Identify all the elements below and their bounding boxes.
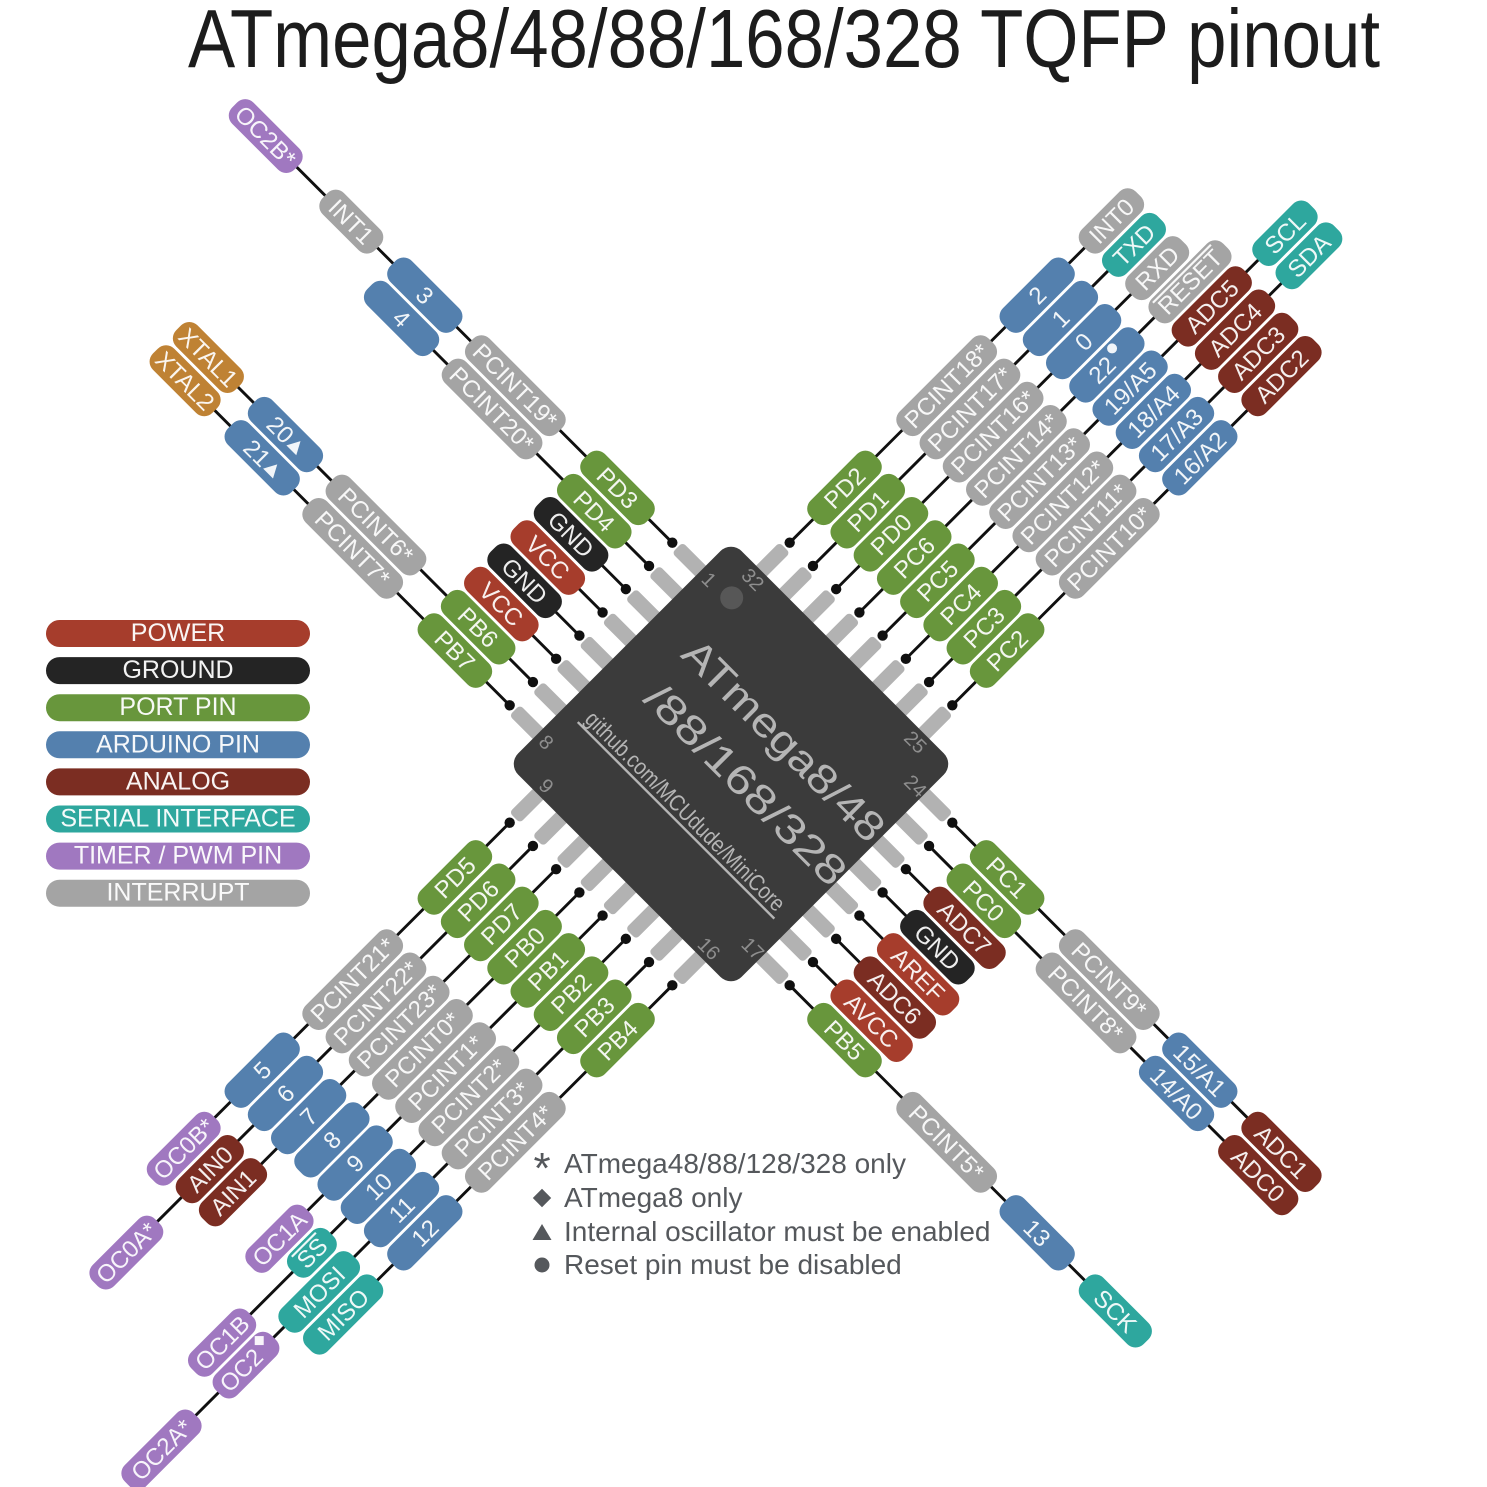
svg-text:SERIAL INTERFACE: SERIAL INTERFACE: [60, 805, 295, 833]
svg-text:*: *: [533, 1144, 550, 1193]
svg-text:ANALOG: ANALOG: [126, 767, 230, 795]
svg-text:TIMER / PWM PIN: TIMER / PWM PIN: [74, 842, 282, 870]
svg-text:ARDUINO PIN: ARDUINO PIN: [96, 730, 260, 758]
svg-text:ATmega8 only: ATmega8 only: [564, 1182, 742, 1213]
svg-text:ATmega48/88/128/328 only: ATmega48/88/128/328 only: [564, 1148, 906, 1179]
svg-text:INTERRUPT: INTERRUPT: [106, 879, 249, 907]
svg-text:GROUND: GROUND: [122, 656, 233, 684]
svg-text:Reset pin must be disabled: Reset pin must be disabled: [564, 1249, 902, 1280]
svg-text:Internal oscillator must be en: Internal oscillator must be enabled: [564, 1216, 990, 1247]
svg-text:PORT PIN: PORT PIN: [119, 693, 236, 721]
svg-text:POWER: POWER: [131, 619, 225, 647]
svg-text:ATmega8/48/88/168/328 TQFP pin: ATmega8/48/88/168/328 TQFP pinout: [188, 0, 1380, 85]
